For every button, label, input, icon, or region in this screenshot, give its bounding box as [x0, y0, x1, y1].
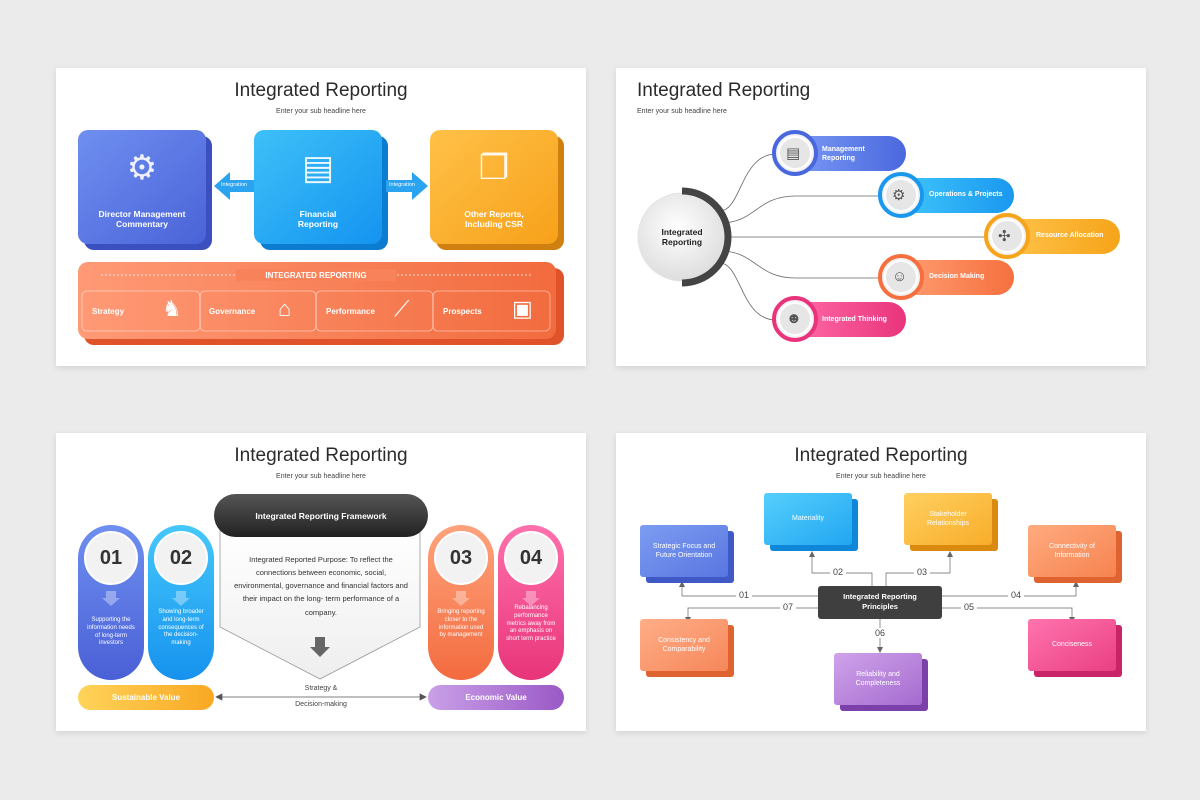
principle-connectivity-label: Connectivity of Information — [1049, 542, 1095, 559]
slide-subtitle: Enter your sub headline here — [276, 473, 366, 480]
pill-01-text: Supporting the information needs of long… — [87, 617, 135, 647]
integration-right-label: Integration — [389, 182, 415, 188]
pill-03-number: 03 — [449, 546, 473, 569]
slide-subtitle: Enter your sub headline here — [836, 473, 926, 480]
report-icon: ▤ — [786, 145, 801, 162]
slide-title: Integrated Reporting — [234, 80, 408, 101]
box-financial-label: Financial Reporting — [297, 209, 339, 229]
principle-stakeholder-label: Stakeholder Relationships — [926, 510, 970, 527]
principle-conciseness-label: Conciseness — [1051, 641, 1093, 649]
principle-strategic-label: Strategic Focus and Future Orientation — [652, 542, 716, 559]
num-04: 04 — [1008, 590, 1025, 600]
pill-02-text: Showing broader and long-term consequenc… — [158, 609, 204, 647]
box-director-label: Director Management Commentary — [98, 209, 186, 229]
slide-3-graphics — [78, 494, 564, 710]
slide-title: Integrated Reporting — [637, 80, 811, 101]
economic-value-label: Economic Value — [465, 693, 527, 702]
pill-01-number: 01 — [99, 546, 123, 569]
purpose-text: Integrated Reported Purpose: To reflect … — [234, 555, 408, 617]
num-02: 02 — [830, 567, 847, 577]
item-strategy-label: Strategy — [92, 307, 125, 316]
branch-thinking-label: Integrated Thinking — [822, 316, 887, 323]
gear-user-icon: ⚙ — [126, 149, 158, 187]
principle-consistency-label: Consistency and Comparability — [658, 636, 710, 653]
branch-management-label: Management Reporting — [822, 146, 865, 163]
num-07: 07 — [780, 602, 797, 612]
box-other-label: Other Reports, Including CSR — [464, 209, 524, 229]
item-governance-label: Governance — [209, 307, 256, 316]
building-icon: ⌂ — [278, 296, 292, 321]
center-principles-line1: Integrated Reporting — [843, 592, 917, 601]
pill-03-text: Bringing reporting closer to the informa… — [437, 609, 485, 639]
slide-1-graphics — [78, 130, 564, 345]
slide-2: Integrated Reporting Enter your sub head… — [616, 68, 1146, 366]
slide-title: Integrated Reporting — [234, 445, 408, 466]
pill-04-text: Rebalancing performance metrics away fro… — [506, 605, 556, 643]
report-magnifier-icon: ▤ — [301, 149, 335, 187]
branch-decision-label: Decision Making — [929, 273, 985, 280]
center-principles-line2: Principles — [862, 602, 898, 611]
strategy-line2: Decision-making — [295, 701, 347, 708]
slide-4: Integrated Reporting Enter your sub head… — [616, 433, 1146, 731]
network-icon: ✣ — [998, 228, 1011, 245]
framework-label: Integrated Reporting Framework — [255, 510, 387, 521]
pill-02-number: 02 — [169, 546, 193, 569]
num-01: 01 — [736, 590, 753, 600]
principle-materiality-label: Materiality — [792, 515, 824, 523]
team-icon: ☺ — [892, 268, 908, 285]
branch-operations-label: Operations & Projects — [929, 191, 1003, 198]
pill-04-number: 04 — [519, 546, 543, 569]
documents-icon: ❐ — [478, 149, 510, 187]
gears-icon: ⚙ — [892, 187, 906, 204]
principle-reliability-label: Reliability and Completeness — [855, 670, 901, 687]
item-performance-label: Performance — [326, 307, 375, 316]
presentation-icon: ▣ — [512, 296, 533, 321]
strategy-line1: Strategy & — [304, 685, 338, 692]
slide-3: Integrated Reporting Enter your sub head… — [56, 433, 586, 731]
slide-subtitle: Enter your sub headline here — [276, 108, 366, 115]
banner-label: INTEGRATED REPORTING — [236, 269, 396, 281]
integration-left-label: Integration — [221, 182, 247, 188]
slide-2-graphics — [637, 130, 1120, 342]
item-prospects-label: Prospects — [443, 307, 482, 316]
head-gear-icon: ☻ — [786, 310, 802, 327]
slide-1: Integrated Reporting Enter your sub head… — [56, 68, 586, 366]
sustainable-value-label: Sustainable Value — [111, 693, 181, 702]
slide-4-graphics — [640, 493, 1122, 711]
slide-subtitle: Enter your sub headline here — [637, 108, 727, 115]
num-03: 03 — [914, 567, 931, 577]
slide-title: Integrated Reporting — [794, 445, 968, 466]
branch-resource-label: Resource Allocation — [1036, 232, 1104, 239]
chess-icon: ♞ — [162, 296, 182, 321]
growth-chart-icon: ⟋ — [394, 296, 410, 321]
center-node-label: Integrated Reporting — [661, 227, 703, 247]
num-06: 06 — [872, 628, 889, 638]
num-05: 05 — [961, 602, 978, 612]
